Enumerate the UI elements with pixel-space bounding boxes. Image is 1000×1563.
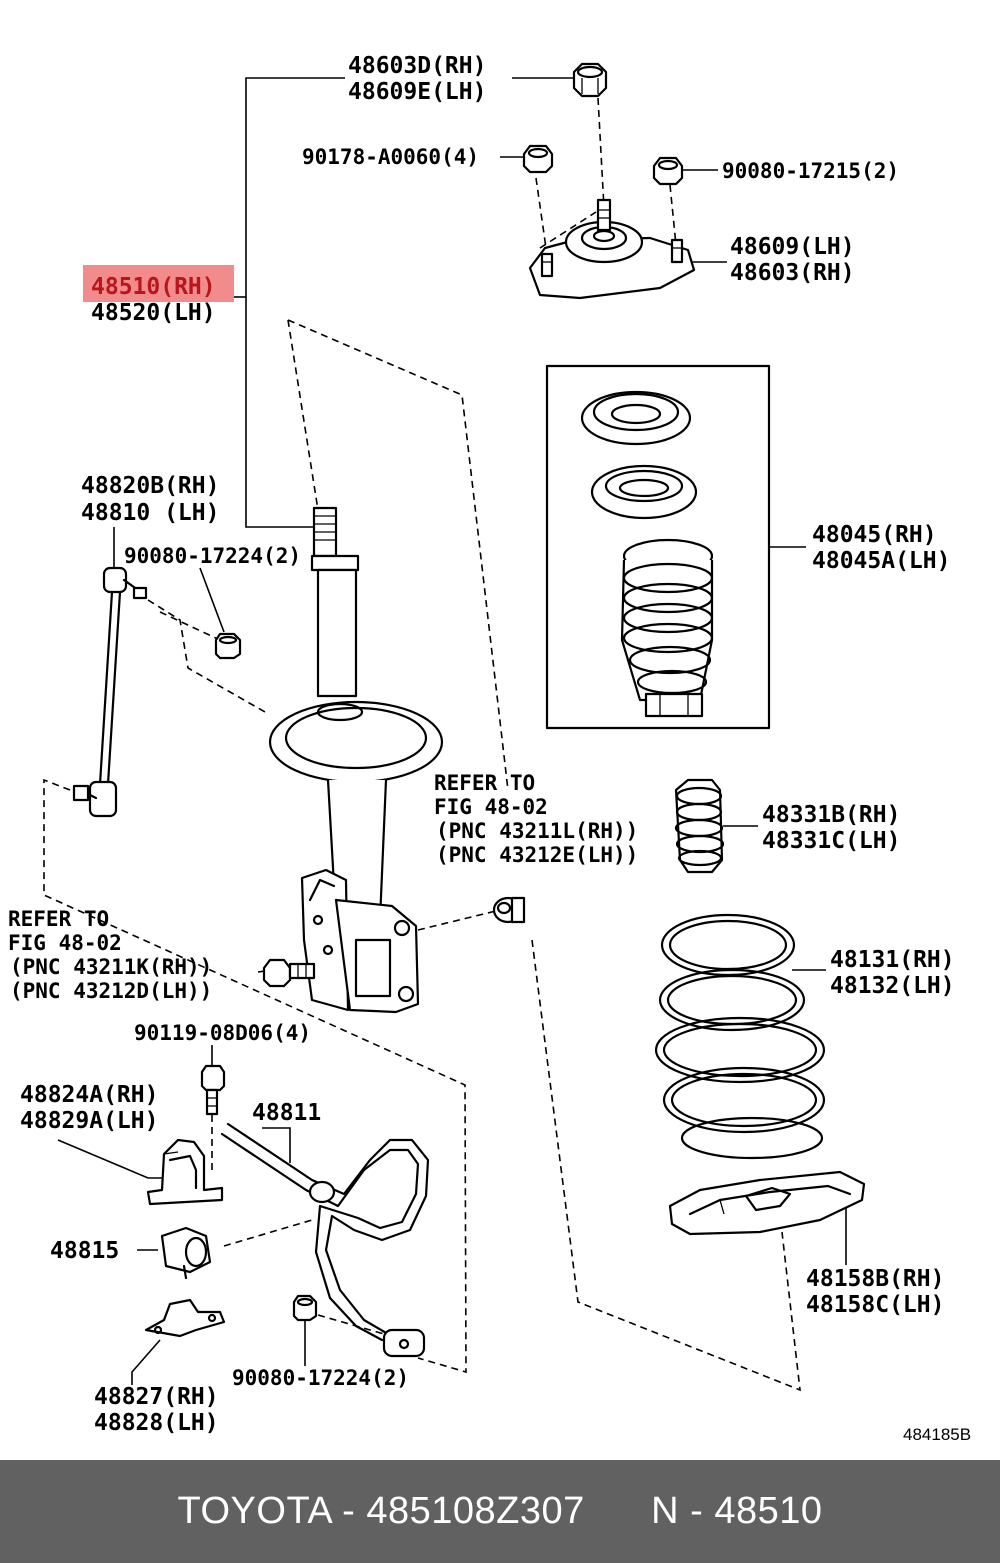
- highlight-48510: [83, 265, 234, 302]
- footer-part-info: TOYOTA - 485108Z307 N - 48510: [177, 1490, 823, 1532]
- dashed-assembly-lines: [43, 97, 801, 1392]
- label-90080-17215: 90080-17215(2): [722, 159, 899, 183]
- label-48510-highlighted[interactable]: 48510(RH): [91, 274, 216, 300]
- bolt-90119-icon: [200, 1064, 226, 1116]
- label-48824a: 48824A(RH): [20, 1082, 158, 1108]
- label-48158b: 48158B(RH): [806, 1266, 944, 1292]
- stabilizer-bar-icon: [220, 1122, 430, 1358]
- refer-right-line-1: REFER TO: [434, 771, 535, 795]
- strut-assembly-icon: [268, 506, 444, 1014]
- label-90119-08d06: 90119-08D06(4): [134, 1021, 311, 1045]
- label-48815: 48815: [50, 1238, 119, 1264]
- label-48820b: 48820B(RH): [81, 473, 219, 499]
- bracket-48827-icon: [144, 1298, 226, 1338]
- label-48811: 48811: [252, 1100, 321, 1126]
- label-48609: 48609(LH): [730, 234, 855, 260]
- label-48827: 48827(RH): [94, 1384, 219, 1410]
- label-90178-a0060: 90178-A0060(4): [302, 145, 479, 169]
- label-48132: 48132(LH): [830, 973, 955, 999]
- label-48603: 48603(RH): [730, 260, 855, 286]
- bearing-kit-box: [545, 364, 771, 730]
- refer-right-line-2: FIG 48-02: [434, 795, 548, 819]
- label-48331b: 48331B(RH): [762, 802, 900, 828]
- label-90080-17224-top: 90080-17224(2): [124, 544, 301, 568]
- refer-left-line-3: (PNC 43211K(RH)): [10, 955, 212, 979]
- leader-lines: [57, 77, 847, 1385]
- bushing-48815-icon: [160, 1226, 212, 1280]
- flange-nut-icon: [492, 896, 526, 924]
- refer-left-line-1: REFER TO: [8, 907, 109, 931]
- diagram-code: 484185B: [903, 1425, 971, 1444]
- label-48810: 48810 (LH): [81, 500, 219, 526]
- label-48829a: 48829A(LH): [20, 1108, 158, 1134]
- nut-90080-17224-top-icon: [214, 632, 242, 660]
- refer-right-line-4: (PNC 43212E(LH)): [436, 843, 638, 867]
- nut-90080-17224-bot-icon: [292, 1294, 318, 1322]
- label-48603d: 48603D(RH): [348, 53, 486, 79]
- nut-90080-17215-icon: [652, 156, 684, 186]
- upper-support-icon: [528, 198, 696, 300]
- refer-note-left: REFER TO FIG 48-02 (PNC 43211K(RH)) (PNC…: [8, 907, 212, 1003]
- stabilizer-link-icon: [72, 566, 148, 818]
- refer-left-line-2: FIG 48-02: [8, 931, 122, 955]
- spring-insulator-icon: [668, 1170, 866, 1236]
- refer-left-line-4: (PNC 43212D(LH)): [10, 979, 212, 1003]
- label-48045: 48045(RH): [812, 522, 937, 548]
- label-48331c: 48331C(LH): [762, 828, 900, 854]
- coil-spring-icon: [654, 913, 826, 1160]
- parts-diagram: 48603D(RH) 48609E(LH) 90178-A0060(4) 900…: [8, 53, 971, 1444]
- refer-right-line-3: (PNC 43211L(RH)): [436, 819, 638, 843]
- nut-90178-icon: [522, 144, 554, 174]
- label-48828: 48828(LH): [94, 1410, 219, 1436]
- label-48520: 48520(LH): [91, 300, 216, 326]
- bolt-icon: [262, 958, 316, 988]
- label-48609e: 48609E(LH): [348, 79, 486, 105]
- footer-bar: TOYOTA - 485108Z307 N - 48510: [0, 1460, 1000, 1563]
- nut-48603d-icon: [572, 62, 608, 98]
- bracket-48824a-icon: [146, 1138, 224, 1206]
- label-48158c: 48158C(LH): [806, 1292, 944, 1318]
- label-48131: 48131(RH): [830, 947, 955, 973]
- bound-stopper-icon: [674, 778, 725, 874]
- label-90080-17224-bot: 90080-17224(2): [232, 1366, 409, 1390]
- refer-note-right: REFER TO FIG 48-02 (PNC 43211L(RH)) (PNC…: [434, 771, 638, 867]
- label-48045a: 48045A(LH): [812, 548, 950, 574]
